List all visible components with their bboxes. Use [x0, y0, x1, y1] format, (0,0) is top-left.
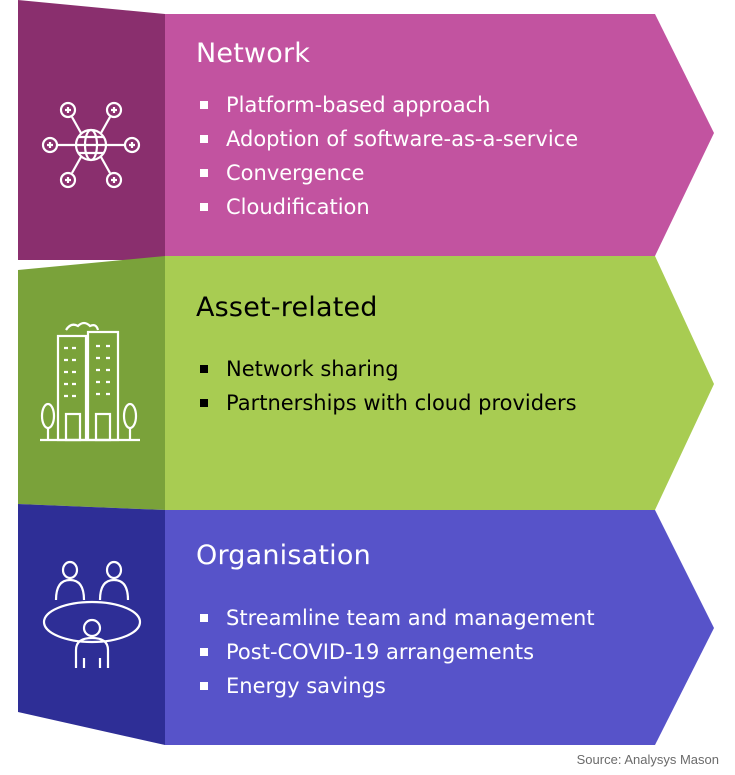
team-meeting-icon [42, 560, 142, 668]
band-list-network: Platform-based approach Adoption of soft… [196, 88, 578, 224]
band-title-organisation: Organisation [196, 540, 371, 571]
list-item: Network sharing [196, 352, 577, 386]
list-item: Adoption of software-as-a-service [196, 122, 578, 156]
band-title-network: Network [196, 38, 311, 69]
list-item: Streamline team and management [196, 601, 595, 635]
band-network: Network Platform-based approach Adoption… [0, 0, 735, 260]
band-asset-related-shape [18, 256, 714, 510]
band-asset-related: Asset-related Network sharing Partnershi… [0, 256, 735, 516]
list-item: Convergence [196, 156, 578, 190]
list-item: Post-COVID-19 arrangements [196, 635, 595, 669]
band-organisation: Organisation Streamline team and managem… [0, 500, 735, 750]
source-credit: Source: Analysys Mason [576, 752, 719, 767]
band-list-organisation: Streamline team and management Post-COVI… [196, 601, 595, 703]
band-organisation-shape [18, 504, 714, 745]
band-list-asset-related: Network sharing Partnerships with cloud … [196, 352, 577, 420]
list-item: Platform-based approach [196, 88, 578, 122]
list-item: Partnerships with cloud providers [196, 386, 577, 420]
buildings-icon [40, 321, 140, 442]
network-globe-icon [41, 101, 141, 189]
list-item: Cloudification [196, 190, 578, 224]
band-title-asset-related: Asset-related [196, 292, 378, 323]
list-item: Energy savings [196, 669, 595, 703]
